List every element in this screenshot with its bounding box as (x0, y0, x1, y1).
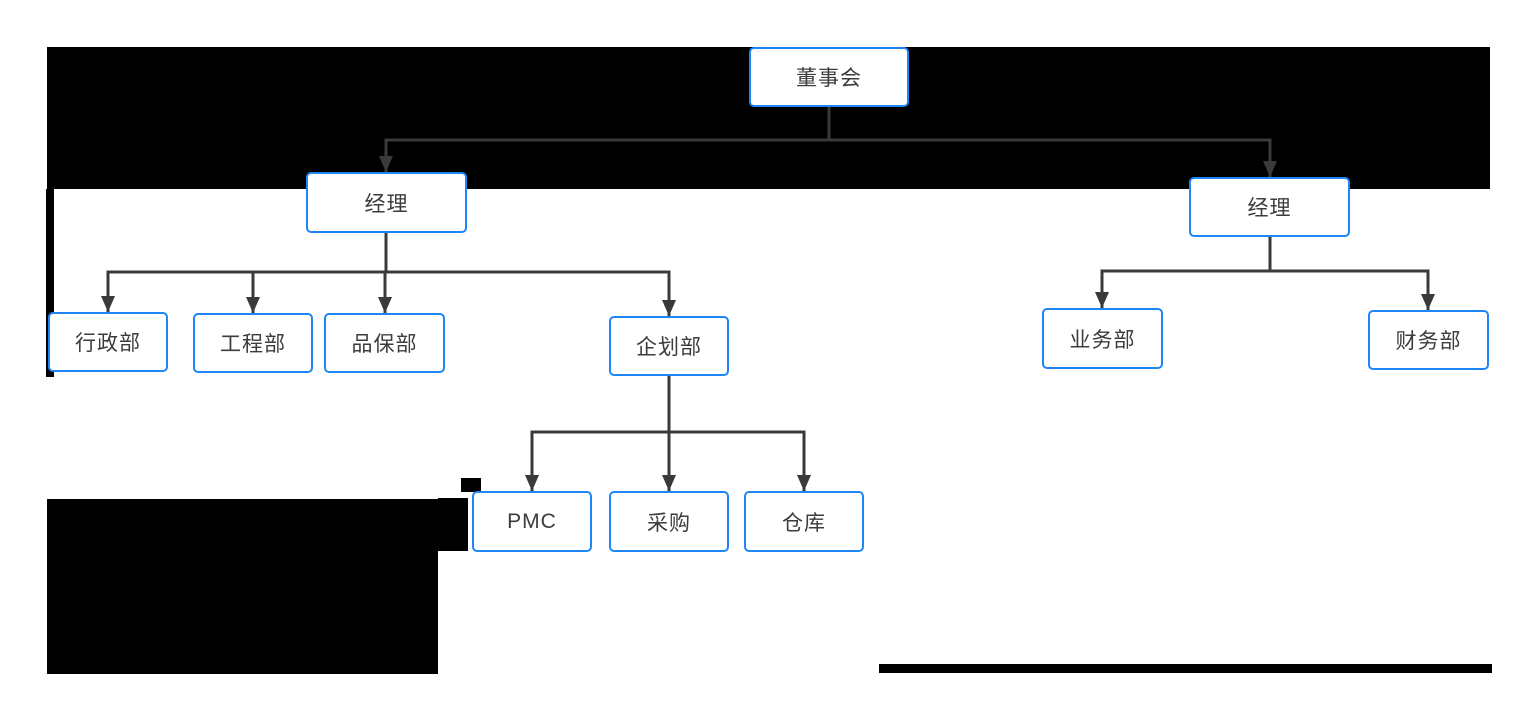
org-node-business-dept-label: 业务部 (1069, 328, 1136, 352)
org-node-purchasing[interactable]: 采购 (609, 491, 729, 552)
arrowhead-business (1095, 292, 1109, 308)
org-node-engineering-dept-label: 工程部 (220, 333, 286, 356)
org-node-manager-left[interactable]: 经理 (306, 172, 467, 233)
redacted-region-small-square (461, 478, 481, 492)
arrowhead-manager-right (1263, 161, 1277, 177)
org-node-board-label: 董事会 (796, 67, 862, 90)
arrowhead-engineering (246, 297, 260, 313)
redacted-region-left-strip (46, 189, 54, 377)
org-node-warehouse-label: 仓库 (782, 511, 826, 535)
org-node-manager-left-label: 经理 (364, 192, 409, 216)
org-node-finance-dept-label: 财务部 (1395, 330, 1462, 353)
redacted-region-bottom-left (47, 499, 438, 674)
org-node-planning-dept[interactable]: 企划部 (609, 316, 729, 376)
org-node-qa-dept[interactable]: 品保部 (324, 313, 445, 373)
arrowhead-finance (1421, 294, 1435, 310)
org-node-admin-dept-label: 行政部 (75, 332, 141, 355)
arrowhead-purchasing (662, 475, 676, 491)
connector-level1-rail (384, 138, 1272, 177)
org-node-pmc-label: PMC (507, 509, 557, 533)
connector-level2R-rail (1100, 269, 1430, 310)
arrowhead-qa (378, 297, 392, 313)
org-node-business-dept[interactable]: 业务部 (1042, 308, 1163, 369)
redacted-region-step (438, 498, 468, 551)
org-node-planning-dept-label: 企划部 (636, 336, 702, 359)
org-node-pmc[interactable]: PMC (472, 491, 592, 552)
org-node-manager-right[interactable]: 经理 (1189, 177, 1350, 237)
org-node-warehouse[interactable]: 仓库 (744, 491, 864, 552)
org-node-engineering-dept[interactable]: 工程部 (193, 313, 313, 373)
org-node-purchasing-label: 采购 (647, 511, 691, 535)
arrowhead-pmc (525, 475, 539, 491)
org-node-finance-dept[interactable]: 财务部 (1368, 310, 1489, 370)
arrowhead-manager-left (379, 156, 393, 172)
arrowhead-planning (662, 300, 676, 316)
redacted-region-bottom-bar (879, 664, 1492, 673)
org-node-manager-right-label: 经理 (1247, 197, 1292, 220)
org-node-admin-dept[interactable]: 行政部 (48, 312, 168, 372)
connector-level2L-rail (106, 270, 671, 316)
arrowhead-admin (101, 296, 115, 312)
org-node-board[interactable]: 董事会 (749, 47, 909, 107)
org-node-qa-dept-label: 品保部 (351, 333, 418, 356)
arrowhead-warehouse (797, 475, 811, 491)
